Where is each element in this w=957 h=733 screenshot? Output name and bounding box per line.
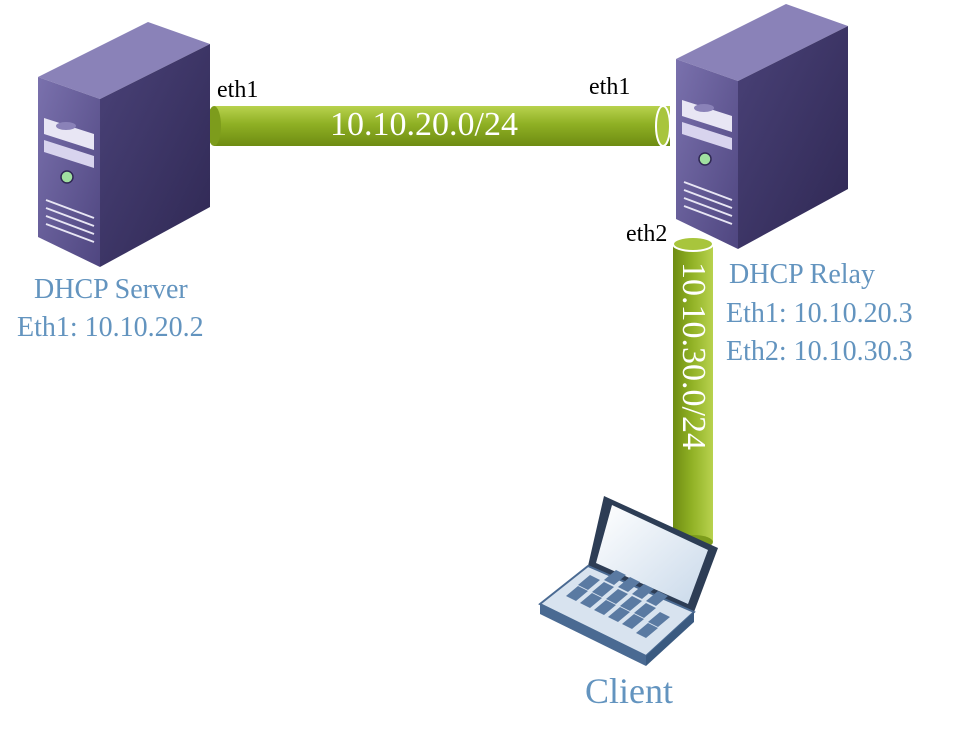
client-name: Client (585, 671, 673, 711)
server-port-label: eth1 (217, 77, 259, 103)
link-relay-client-label: 10.10.30.0/24 (659, 262, 712, 450)
relay-name: DHCP Relay (729, 259, 875, 290)
relay-eth1-address: Eth1: 10.10.20.3 (726, 298, 913, 329)
relay-eth2-address: Eth2: 10.10.30.3 (726, 336, 913, 367)
relay-port2-label: eth2 (626, 221, 668, 247)
laptop-icon (538, 496, 718, 666)
link-server-relay-label: 10.10.20.0/24 (330, 106, 518, 143)
cable-server-relay (207, 105, 671, 147)
link-relay-client-text: 10.10.30.0/24 (675, 262, 712, 450)
server-name: DHCP Server (34, 274, 188, 305)
server-tower-icon (676, 4, 848, 249)
relay-port1-label: eth1 (589, 74, 631, 100)
server-tower-icon (38, 22, 210, 267)
server-eth1-address: Eth1: 10.10.20.2 (17, 312, 204, 343)
